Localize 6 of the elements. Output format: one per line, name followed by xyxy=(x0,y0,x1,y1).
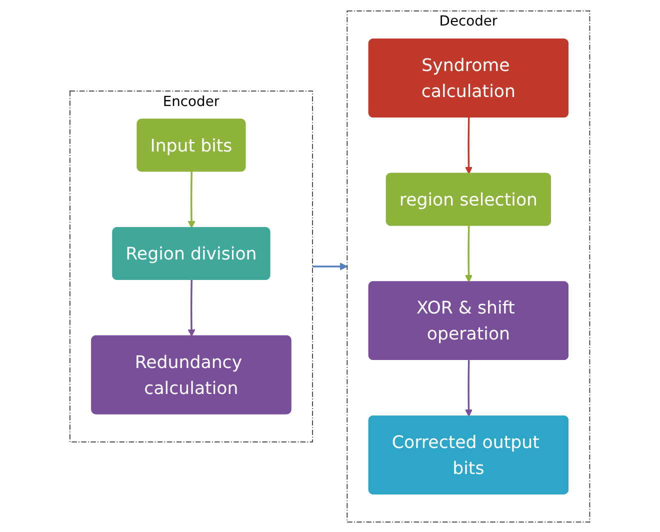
arrow xyxy=(465,116,473,174)
arrow xyxy=(465,225,473,282)
arrow xyxy=(188,279,196,336)
arrow xyxy=(312,262,348,270)
arrow xyxy=(188,171,196,228)
arrow xyxy=(465,360,473,416)
